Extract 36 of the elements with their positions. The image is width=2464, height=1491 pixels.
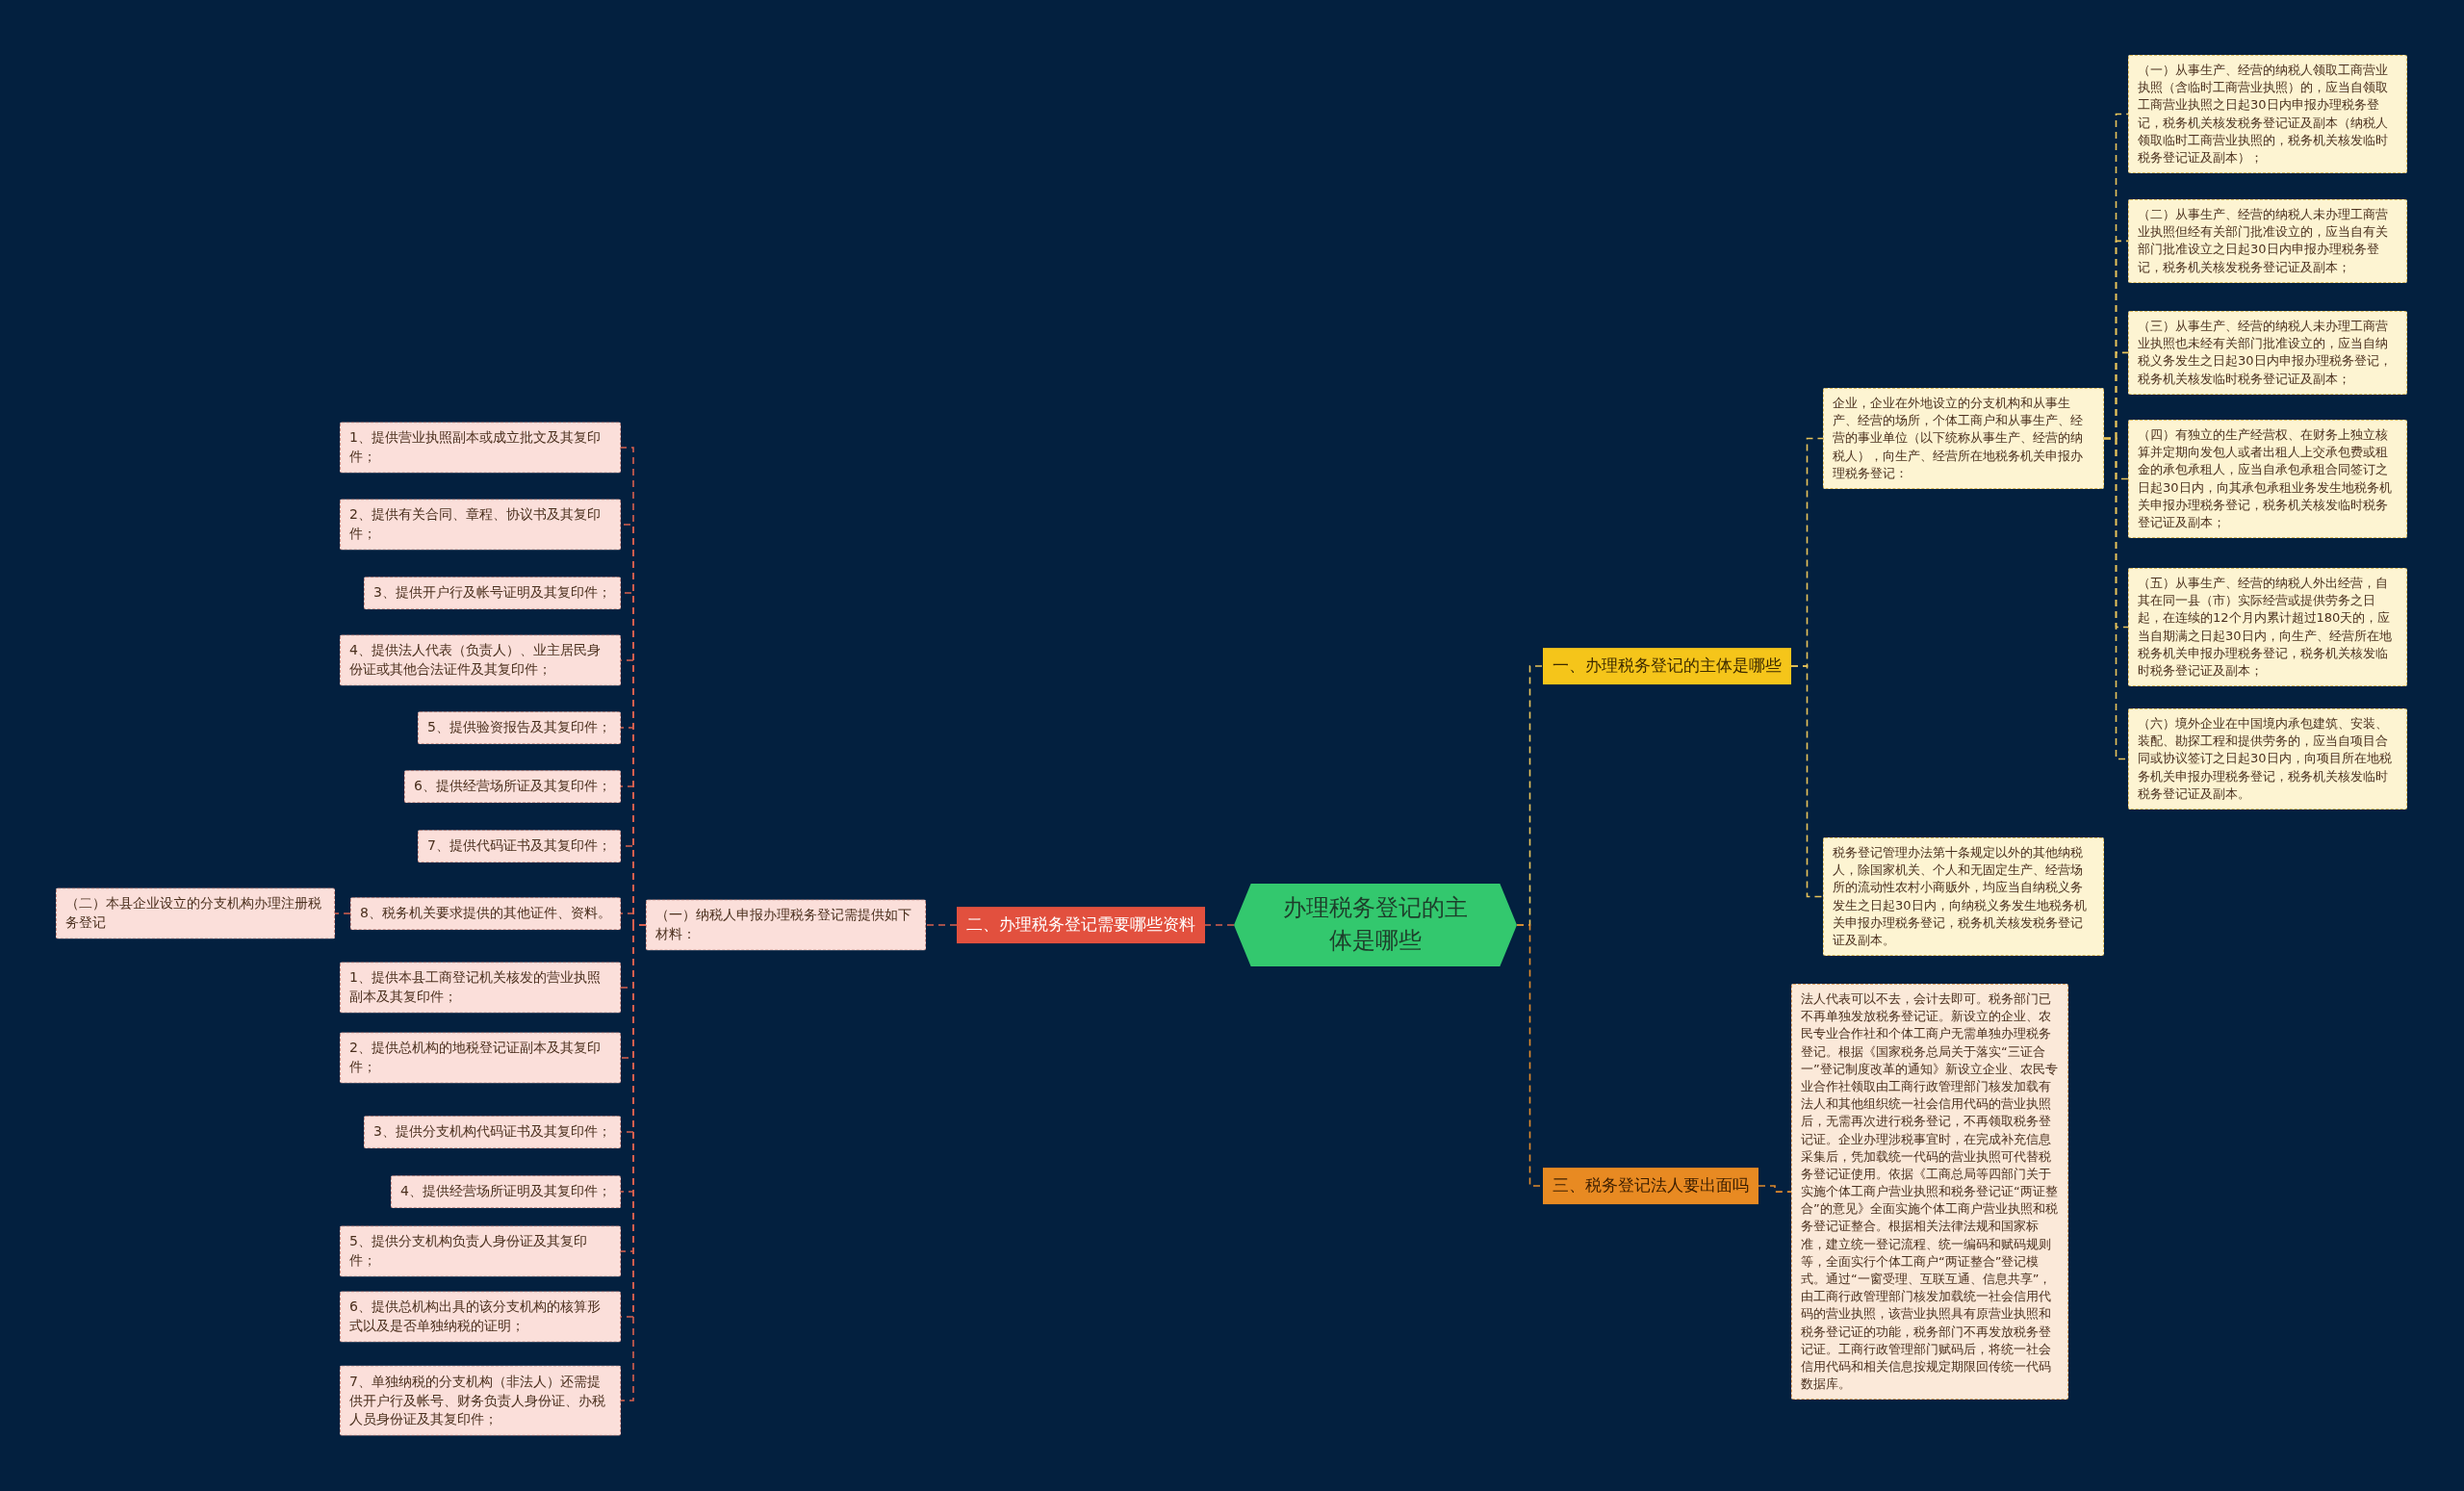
list-item-card: 3、提供开户行及帐号证明及其复印件； (364, 577, 621, 609)
list-item-card: 2、提供有关合同、章程、协议书及其复印件； (340, 499, 621, 551)
connector-line (1790, 665, 1824, 898)
list-item-card: 7、单独纳税的分支机构（非法人）还需提供开户行及帐号、财务负责人身份证、办税人员身份证及其复印件； (340, 1365, 621, 1436)
list-item-card: 5、提供验资报告及其复印件； (418, 711, 621, 744)
text-card: （三）从事生产、经营的纳税人未办理工商营业执照也未经有关部门批准设立的，应当自纳税义务发生之日起30日内申报办理税务登记，税务机关核发临时税务登记证及副本； (2128, 311, 2407, 395)
list-item-card: 6、提供总机构出具的该分支机构的核算形式以及是否单独纳税的证明； (340, 1291, 621, 1343)
central-topic-text: 办理税务登记的主体是哪些 (1282, 893, 1469, 956)
list-item-card: 6、提供经营场所证及其复印件； (404, 770, 621, 803)
text-card: （六）境外企业在中国境内承包建筑、安装、装配、勘探工程和提供劳务的，应当自项目合同或协议签订之日起30日内，向项目所在地税务机关申报办理税务登记，税务机关核发临时税务登记证及副本。 (2128, 708, 2407, 810)
text-card: （一）从事生产、经营的纳税人领取工商营业执照（含临时工商营业执照）的，应当自领取工商营业执照之日起30日内申报办理税务登记，税务机关核发税务登记证及副本（纳税人领取临时工商营业执照的，税务机关核发临时税务登记证及副本）； (2128, 55, 2407, 174)
list-item-card: （二）本县企业设立的分支机构办理注册税务登记 (56, 887, 335, 939)
list-item-card: 1、提供营业执照副本或成立批文及其复印件； (340, 422, 621, 474)
list-item-card: （一）纳税人申报办理税务登记需提供如下材料： (646, 899, 926, 951)
connector-line (925, 924, 958, 926)
text-card: （五）从事生产、经营的纳税人外出经营，自其在同一县（市）实际经营或提供劳务之日起，在连续的12个月内累计超过180天的，应当自期满之日起30日内，向生产、经营所在地税务机关申报办理税务登记，税务机关核发临时税务登记证及副本； (2128, 568, 2407, 687)
list-item-card: 3、提供分支机构代码证书及其复印件； (364, 1116, 621, 1148)
list-item-card: 4、提供法人代表（负责人）、业主居民身份证或其他合法证件及其复印件； (340, 634, 621, 686)
text-card: 企业，企业在外地设立的分支机构和从事生产、经营的场所，个体工商户和从事生产、经营的事业单位（以下统称从事生产、经营的纳税人），向生产、经营所在地税务机关申报办理税务登记： (1823, 388, 2104, 489)
list-item-card: 2、提供总机构的地税登记证副本及其复印件； (340, 1032, 621, 1084)
branch-topic: 二、办理税务登记需要哪些资料 (957, 907, 1205, 943)
list-item-card: 8、税务机关要求提供的其他证件、资料。 (350, 897, 621, 930)
list-item-card: 1、提供本县工商登记机关核发的营业执照副本及其复印件； (340, 962, 621, 1014)
branch-topic: 一、办理税务登记的主体是哪些 (1543, 648, 1791, 684)
list-item-card: 7、提供代码证书及其复印件； (418, 830, 621, 862)
list-item-card: 4、提供经营场所证明及其复印件； (391, 1175, 621, 1208)
central-topic-hexagon (1234, 884, 1517, 966)
list-item-card: 5、提供分支机构负责人身份证及其复印件； (340, 1225, 621, 1277)
connector-line (1204, 924, 1235, 926)
text-card: （四）有独立的生产经营权、在财务上独立核算并定期向发包人或者出租人上交承包费或租金的承包承租人，应当自承包承租合同签订之日起30日内，向其承包承租业务发生地税务机关申报办理税务登记，税务机关核发临时税务登记证及副本； (2128, 420, 2407, 539)
connector-line (1758, 1185, 1792, 1193)
branch-topic: 三、税务登记法人要出面吗 (1543, 1168, 1758, 1204)
text-card: （二）从事生产、经营的纳税人未办理工商营业执照但经有关部门批准设立的，应当自有关部门批准设立之日起30日内申报办理税务登记，税务机关核发税务登记证及副本； (2128, 199, 2407, 283)
text-card: 法人代表可以不去，会计去即可。税务部门已不再单独发放税务登记证。新设立的企业、农民专业合作社和个体工商户无需单独办理税务登记。根据《国家税务总局关于落实“三证合一”登记制度改革的通知》新设立企业、农民专业合作社领取由工商行政管理部门核发加载有法人和其他组织统一社会信用代码的营业执照后，无需再次进行税务登记，不再领取税务登记证。企业办理涉税事宜时，在完成补充信息采集后，凭加载统一代码的营业执照可代替税务登记证使用。依据《工商总局等四部门关于实施个体工商户营业执照和税务登记证“两证整合”的意见》全面实施个体工商户营业执照和税务登记证整合。根据相关法律法规和国家标准，建立统一登记流程、统一编码和赋码规则等，全面实行个体工商户“两证整合”登记模式。通过“一窗受理、互联互通、信息共享”，由工商行政管理部门核发加载统一社会信用代码的营业执照，该营业执照具有原营业执照和税务登记证的功能，税务部门不再发放税务登记证。工商行政管理部门赋码后，将统一社会信用代码和相关信息按规定期限回传统一代码数据库。 (1791, 984, 2068, 1401)
text-card: 税务登记管理办法第十条规定以外的其他纳税人，除国家机关、个人和无固定生产、经营场所的流动性农村小商贩外，均应当自纳税义务发生之日起30日内，向纳税义务发生地税务机关申报办理税务登记，税务机关核发税务登记证及副本。 (1823, 837, 2104, 957)
connector-line (334, 913, 351, 914)
